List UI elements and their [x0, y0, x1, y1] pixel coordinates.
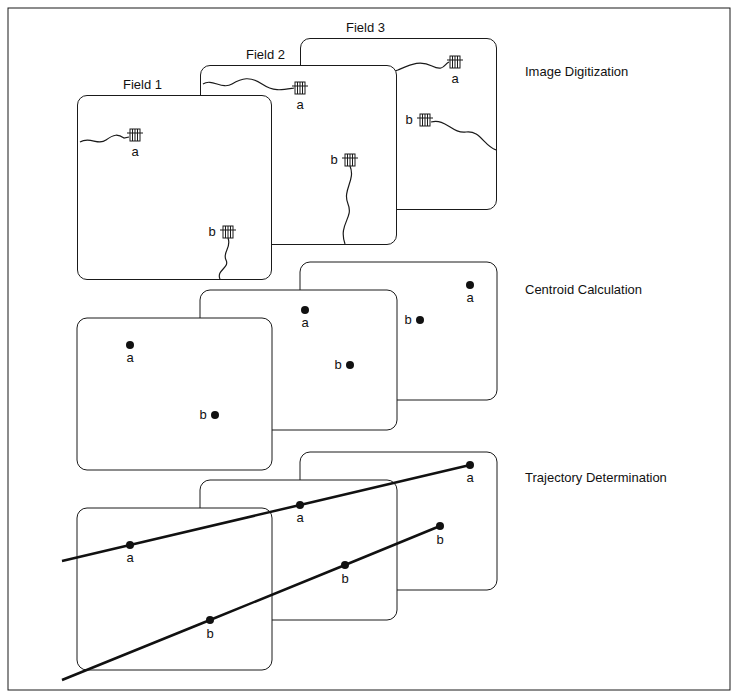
- stage-label: Trajectory Determination: [525, 471, 667, 485]
- particle-label: a: [465, 471, 474, 485]
- particle-label: a: [300, 316, 309, 330]
- particle-label: b: [198, 408, 207, 422]
- particle-label: a: [125, 351, 134, 365]
- stage-label: Centroid Calculation: [525, 283, 642, 297]
- particle-label: a: [130, 145, 139, 159]
- outer-frame: [8, 8, 730, 690]
- particle-label: b: [435, 533, 444, 547]
- field-title: Field 2: [246, 47, 285, 62]
- field-frame: Field 1: [77, 95, 272, 280]
- trajectory-fields: [77, 452, 497, 670]
- particle-label: b: [403, 313, 412, 327]
- particle-label: a: [295, 98, 304, 112]
- particle-label: b: [329, 153, 338, 167]
- particle-label: b: [205, 627, 214, 641]
- particle-label: b: [333, 358, 342, 372]
- field-title: Field 3: [346, 20, 385, 35]
- particle-label: b: [340, 572, 349, 586]
- particle-label: a: [125, 551, 134, 565]
- particle-label: b: [207, 225, 216, 239]
- particle-label: a: [295, 511, 304, 525]
- field-title: Field 1: [123, 77, 162, 92]
- particle-label: a: [450, 72, 459, 86]
- field-image: [78, 96, 271, 279]
- stage-label: Image Digitization: [525, 65, 628, 79]
- centroid-fields: [77, 262, 497, 470]
- centroid-dots: [126, 281, 474, 419]
- field-content: [78, 96, 271, 279]
- particle-label: a: [465, 291, 474, 305]
- particle-label: b: [404, 113, 413, 127]
- trajectory-lines: [62, 465, 470, 680]
- trajectory-dots: [126, 461, 474, 624]
